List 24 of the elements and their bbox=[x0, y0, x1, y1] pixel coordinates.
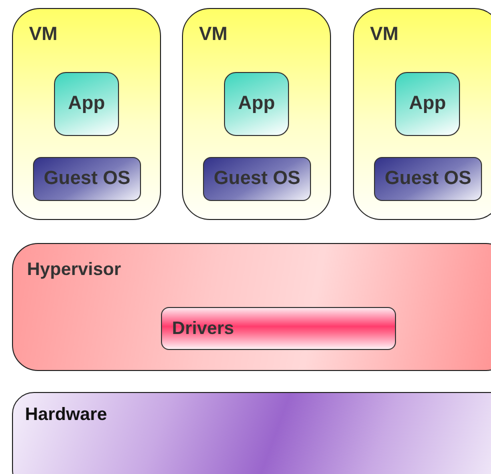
box-label: App bbox=[238, 92, 275, 116]
guest-os-box bbox=[374, 157, 482, 201]
box-label: App bbox=[68, 92, 105, 116]
box-label: VM bbox=[199, 23, 228, 47]
box-label: Guest OS bbox=[44, 166, 130, 191]
guest-os-box bbox=[33, 157, 141, 201]
hardware-box bbox=[12, 392, 491, 474]
box-label: Guest OS bbox=[384, 166, 472, 191]
guest-os-box bbox=[203, 157, 311, 201]
drivers-box bbox=[161, 307, 396, 350]
box-label: VM bbox=[29, 23, 58, 47]
box-label: App bbox=[409, 92, 446, 116]
box-label: Guest OS bbox=[214, 166, 300, 191]
vm-box bbox=[353, 8, 491, 220]
box-label: VM bbox=[370, 23, 398, 47]
app-box bbox=[54, 72, 119, 136]
app-box bbox=[395, 72, 460, 136]
box-label: Hardware bbox=[25, 403, 108, 426]
app-box bbox=[224, 72, 289, 136]
hypervisor-box bbox=[12, 243, 491, 371]
box-label: Hypervisor bbox=[27, 258, 122, 281]
vm-box bbox=[12, 8, 161, 220]
box-label: Drivers bbox=[172, 317, 234, 340]
vm-box bbox=[182, 8, 331, 220]
